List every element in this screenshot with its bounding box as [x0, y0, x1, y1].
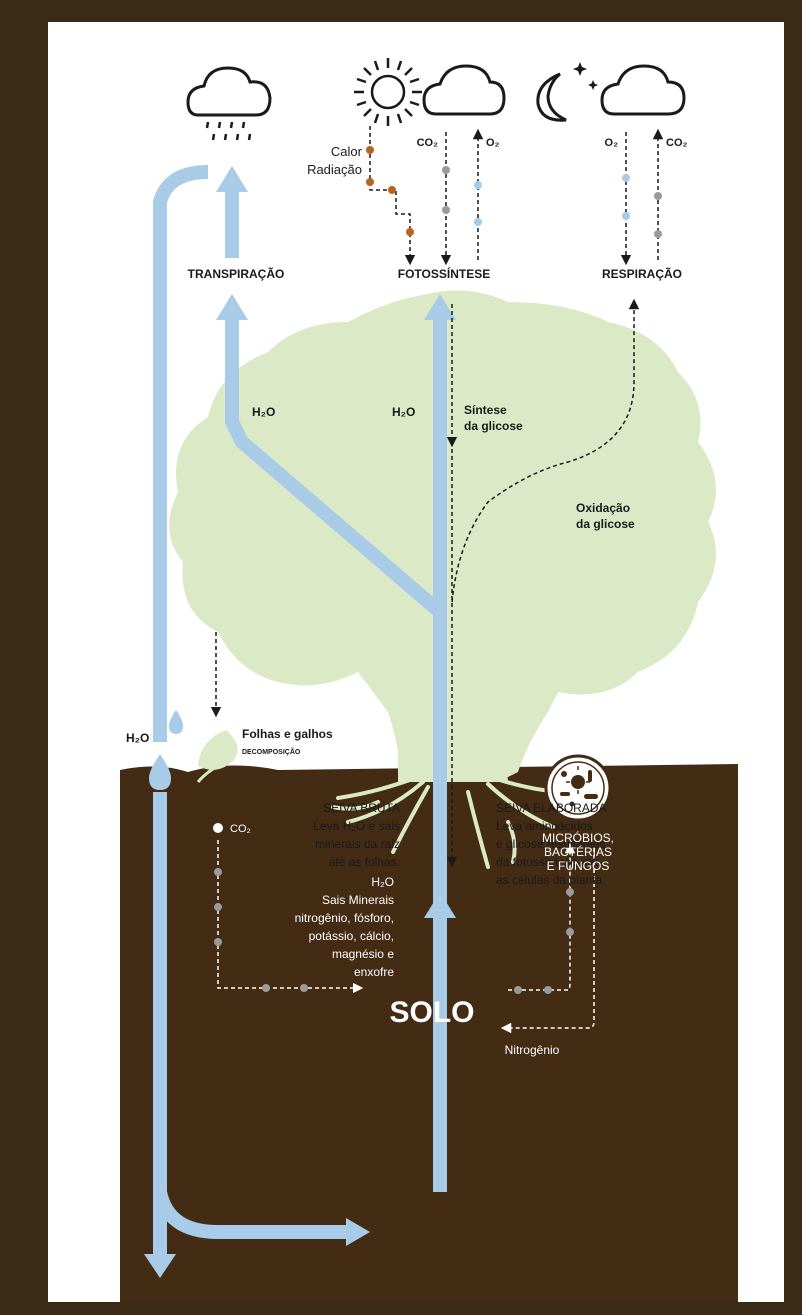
label-calor: Calor — [331, 144, 363, 159]
sun-icon — [354, 58, 422, 126]
stars-icon — [573, 62, 598, 90]
label-co2-out: CO₂ — [666, 137, 688, 149]
label-fotossintese: FOTOSSÍNTESE — [398, 266, 490, 281]
label-o2-in: O₂ — [605, 137, 619, 149]
heat-radiation-path — [366, 126, 414, 260]
rain-cloud-icon — [188, 68, 270, 140]
cloud-icon — [602, 66, 684, 114]
label-folhas: Folhas e galhos — [242, 727, 333, 741]
label-nitrogenio: Nitrogênio — [505, 1043, 560, 1057]
label-sais-4: magnésio e — [332, 947, 394, 961]
label-seiva-elab-4: as células da planta. — [496, 873, 605, 887]
label-co2-soil: CO₂ — [230, 823, 251, 835]
label-radiacao: Radiação — [307, 162, 362, 177]
label-decomposicao: DECOMPOSIÇÃO — [242, 747, 301, 756]
label-transpiracao: TRANSPIRAÇÃO — [188, 266, 285, 281]
label-h2o-center: H₂O — [392, 405, 415, 419]
label-sintese-1: Síntese — [464, 403, 507, 417]
cloud-icon — [424, 66, 504, 114]
label-seiva-elab-title: SEIVA ELABORADA — [496, 801, 607, 815]
label-sais-5: enxofre — [354, 965, 394, 979]
label-micro-2: BACTÉRIAS — [544, 844, 612, 859]
label-seiva-bruta-1: Leva H₂O e sais — [313, 819, 400, 833]
label-seiva-bruta-2: minerais da raiz — [315, 837, 400, 851]
label-oxidacao-1: Oxidação — [576, 501, 630, 515]
label-solo: SOLO — [389, 996, 474, 1029]
photosynthesis-gas-arrows — [442, 132, 482, 260]
label-h2o-rain: H₂O — [126, 731, 149, 745]
label-h2o-left: H₂O — [252, 405, 275, 419]
label-oxidacao-2: da glicose — [576, 517, 635, 531]
label-sais-3: potássio, cálcio, — [309, 929, 394, 943]
label-micro-1: MICRÓBIOS, — [542, 830, 614, 845]
label-sintese-2: da glicose — [464, 419, 523, 433]
label-h2o-soil: H₂O — [371, 875, 394, 889]
water-and-gas-cycle-diagram: Calor Radiação CO₂ O₂ O₂ CO₂ TRANSPIRAÇÃ… — [48, 22, 784, 1302]
label-micro-3: E FUNGOS — [547, 859, 610, 873]
soil — [120, 764, 738, 1302]
label-seiva-bruta-title: SEIVA BRUTA — [323, 801, 400, 815]
respiration-gas-arrows — [622, 132, 662, 260]
label-seiva-bruta-3: até as folhas. — [329, 855, 400, 869]
label-respiracao: RESPIRAÇÃO — [602, 266, 682, 281]
label-o2-out: O₂ — [486, 137, 500, 149]
label-co2-in: CO₂ — [417, 137, 439, 149]
moon-icon — [538, 74, 566, 120]
label-sais-1: Sais Minerais — [322, 893, 394, 907]
diagram-card: Calor Radiação CO₂ O₂ O₂ CO₂ TRANSPIRAÇÃ… — [48, 22, 784, 1302]
label-sais-2: nitrogênio, fósforo, — [295, 911, 394, 925]
